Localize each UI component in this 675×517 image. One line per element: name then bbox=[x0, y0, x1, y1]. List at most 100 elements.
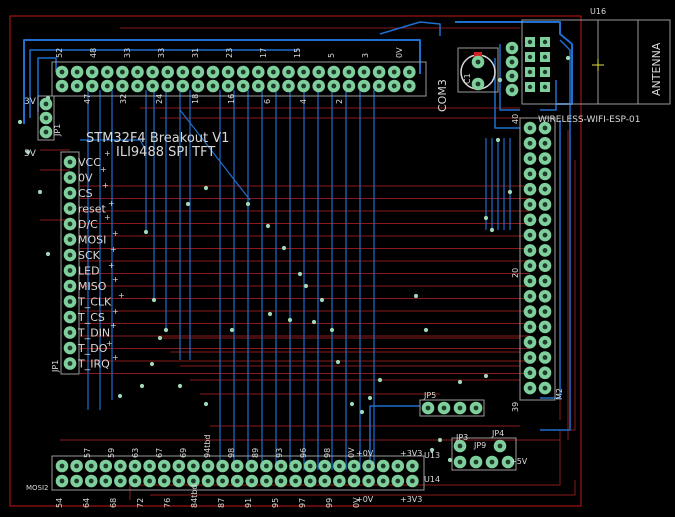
pad-hole bbox=[527, 171, 533, 177]
pad-hole bbox=[527, 140, 533, 146]
pad-hole bbox=[542, 293, 548, 299]
pin-marker: + bbox=[102, 181, 109, 190]
pad-hole bbox=[278, 463, 284, 469]
com-label: COM3 bbox=[436, 79, 449, 112]
via bbox=[17, 119, 23, 125]
pad-hole bbox=[406, 69, 412, 75]
lcd-pin-label: VCC bbox=[78, 156, 101, 169]
right-header-label: 20 bbox=[511, 268, 520, 278]
pad-hole bbox=[542, 385, 548, 391]
left-5v-label: 5V bbox=[24, 149, 37, 159]
bottom-header-label: 54 bbox=[55, 498, 64, 508]
top-trace bbox=[494, 58, 520, 129]
bottom-header-label: 89 bbox=[251, 448, 260, 458]
right-header-label: 39 bbox=[511, 402, 520, 412]
pad-hole bbox=[67, 299, 73, 304]
pad-hole bbox=[361, 83, 367, 89]
bottom-right-label: U14 bbox=[424, 475, 440, 484]
lcd-pin-label: T_CLK bbox=[77, 296, 112, 309]
pad-hole bbox=[234, 478, 240, 484]
via bbox=[185, 201, 191, 207]
top-header-label: 23 bbox=[225, 48, 234, 58]
pad-hole bbox=[527, 263, 533, 269]
pad-hole bbox=[150, 83, 156, 89]
pad-hole bbox=[542, 278, 548, 284]
pad-hole bbox=[542, 248, 548, 253]
top-trace bbox=[379, 21, 441, 36]
pad-hole bbox=[457, 443, 463, 449]
pad-hole bbox=[301, 83, 306, 89]
top-header-label: 18 bbox=[191, 94, 200, 104]
via bbox=[203, 185, 209, 191]
pad-hole bbox=[542, 370, 548, 376]
pad-hole bbox=[135, 83, 140, 89]
pad-hole bbox=[67, 206, 73, 211]
via bbox=[565, 55, 571, 61]
esp-module-outline bbox=[521, 19, 671, 105]
board-edge bbox=[9, 15, 582, 507]
via bbox=[157, 335, 163, 341]
pad-hole bbox=[132, 463, 138, 469]
pad-hole bbox=[234, 463, 240, 469]
bottom-header-label: 64 bbox=[82, 498, 91, 508]
capacitor-outline bbox=[457, 47, 499, 93]
pad-hole bbox=[527, 202, 533, 207]
jp5-outline bbox=[419, 399, 485, 417]
pad-hole bbox=[264, 463, 269, 469]
pad-hole bbox=[509, 73, 515, 79]
pad-hole bbox=[527, 69, 533, 75]
pad-hole bbox=[527, 156, 533, 162]
pad-hole bbox=[240, 69, 246, 75]
via bbox=[413, 293, 419, 299]
pad-hole bbox=[74, 463, 79, 469]
pad-hole bbox=[509, 45, 515, 51]
pad-hole bbox=[346, 83, 352, 89]
pad-hole bbox=[161, 478, 167, 484]
pad-hole bbox=[67, 175, 73, 180]
pad-hole bbox=[322, 463, 328, 469]
bottom-header-label: 76 bbox=[163, 498, 172, 508]
pad-hole bbox=[293, 463, 298, 469]
left-3v-label: 3V bbox=[24, 97, 37, 107]
power-rail-label: +3V3 bbox=[400, 449, 422, 458]
pad-hole bbox=[249, 463, 255, 469]
via bbox=[37, 189, 43, 195]
pad-hole bbox=[542, 171, 548, 177]
pin-marker: + bbox=[108, 261, 115, 270]
lcd-pin-label: reset bbox=[78, 203, 107, 216]
pad-hole bbox=[301, 69, 306, 75]
pad-hole bbox=[542, 84, 548, 90]
power-rail-label: +0V bbox=[356, 449, 374, 458]
bottom-right-label: JP3 bbox=[455, 433, 468, 442]
top-trace bbox=[540, 39, 571, 431]
pad-hole bbox=[220, 463, 226, 469]
pad-hole bbox=[255, 69, 261, 75]
pad-hole bbox=[410, 463, 415, 469]
pad-hole bbox=[67, 330, 73, 335]
bottom-header-label: 96 bbox=[299, 448, 308, 458]
top-trace bbox=[80, 139, 147, 151]
pad-hole bbox=[89, 83, 95, 89]
top-header-outline bbox=[51, 61, 427, 97]
pad-hole bbox=[395, 463, 401, 469]
pad-hole bbox=[406, 83, 412, 89]
top-header-label: 24 bbox=[155, 94, 164, 104]
top-header-label: 3 bbox=[361, 53, 370, 58]
pad-hole bbox=[191, 463, 196, 469]
pad-hole bbox=[542, 217, 548, 223]
board-title: STM32F4 Breakout V1 bbox=[86, 131, 229, 146]
bottom-header-label: 0V bbox=[352, 497, 361, 508]
via bbox=[457, 379, 463, 385]
power-rail-label: +0V bbox=[356, 495, 374, 504]
pad-hole bbox=[103, 463, 109, 469]
via bbox=[297, 271, 303, 277]
antenna-label: ANTENNA bbox=[650, 42, 663, 96]
top-trace bbox=[29, 49, 300, 118]
pin-marker: + bbox=[106, 339, 113, 348]
bottom-header-label: 0V bbox=[347, 447, 356, 458]
pad-hole bbox=[286, 83, 291, 89]
pad-hole bbox=[278, 478, 284, 484]
top-header-label: 47 bbox=[83, 94, 92, 104]
pad-hole bbox=[165, 69, 171, 75]
